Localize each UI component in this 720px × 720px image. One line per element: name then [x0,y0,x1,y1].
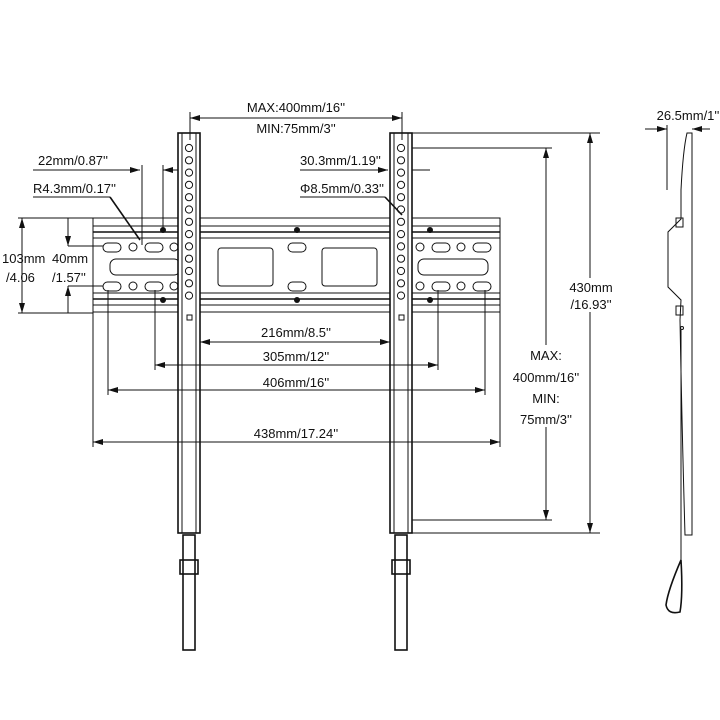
rail-hole [396,279,406,288]
left-rail [177,132,201,651]
dimension-lines [18,112,710,534]
mounting-slots [102,242,492,292]
rail-hole [184,291,194,300]
slot-radius-label: R4.3mm/0.17'' [33,181,116,196]
rail-hole [184,230,194,239]
plate-height-in-label: /4.06 [6,270,35,285]
dimension-labels: MAX:400mm/16'' MIN:75mm/3'' 22mm/0.87'' … [2,100,719,441]
width-406-label: 406mm/16'' [263,375,329,390]
rail-hole [396,180,406,189]
rail-hole [396,254,406,263]
side-profile [665,132,693,614]
rail-hole [396,193,406,202]
plate-height-mm-label: 103mm [2,251,45,266]
rail-hole [396,217,406,226]
rail-hole [184,254,194,263]
rail-hole [184,193,194,202]
rail-hole [396,168,406,177]
rail-hole [184,205,194,214]
rail-hole [184,266,194,276]
profile-depth-label: 26.5mm/1'' [657,108,720,123]
rail-holes [184,143,406,300]
slot-vspacing-mm-label: 40mm [52,251,88,266]
rail-hole [396,230,406,239]
vesa-vertical-min-label: MIN: [532,391,559,406]
rail-hole [184,217,194,226]
wall-plate [92,217,501,313]
vesa-vertical-max-label: MAX: [530,348,562,363]
width-305-label: 305mm/12'' [263,349,329,364]
rail-hole [396,143,406,153]
rail-hole [184,279,194,288]
rail-height-mm-label: 430mm [569,280,612,295]
vesa-vertical-max-value: 400mm/16'' [513,370,579,385]
slot-spacing-label: 22mm/0.87'' [38,153,108,168]
rail-hole [184,168,194,177]
right-rail [389,132,413,651]
rail-offset-label: 30.3mm/1.19'' [300,153,381,168]
vesa-horizontal-max-label: MAX:400mm/16'' [247,100,345,115]
rail-hole [396,156,406,165]
rail-hole [184,180,194,189]
rail-hole [396,242,406,251]
rail-hole [184,242,194,251]
rail-hole [184,156,194,165]
width-216-label: 216mm/8.5'' [261,325,331,340]
slot-vspacing-in-label: /1.57'' [52,270,86,285]
rail-hole [184,143,194,153]
rail-hole [396,291,406,300]
rail-hole [396,266,406,276]
rail-height-in-label: /16.93'' [570,297,611,312]
vesa-vertical-min-value: 75mm/3'' [520,412,572,427]
hole-diameter-label: Φ8.5mm/0.33'' [300,181,384,196]
width-438-label: 438mm/17.24'' [254,426,338,441]
vesa-horizontal-min-label: MIN:75mm/3'' [256,121,335,136]
